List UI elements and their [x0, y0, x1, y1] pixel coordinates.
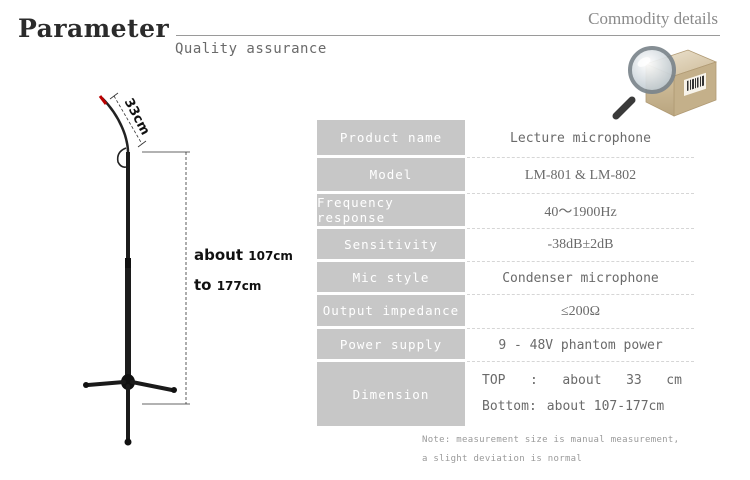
- spec-value-dimension: TOP : about 33 cm Bottom: about 107-177c…: [467, 362, 694, 426]
- spec-row-model: Model LM-801 & LM-802: [317, 158, 694, 194]
- spec-row-frequency: Frequency response 40～1900Hz: [317, 194, 694, 229]
- spec-value: Lecture microphone: [467, 120, 694, 158]
- spec-label: Power supply: [317, 329, 465, 362]
- mic-stand-illustration: [83, 92, 190, 446]
- page-subtitle: Quality assurance: [175, 41, 327, 57]
- spec-value: 40～1900Hz: [467, 194, 694, 229]
- spec-value: -38dB±2dB: [467, 229, 694, 262]
- spec-row-product-name: Product name Lecture microphone: [317, 120, 694, 158]
- spec-value: ≤200Ω: [467, 295, 694, 329]
- spec-label: Output impedance: [317, 295, 465, 329]
- spec-label: Frequency response: [317, 194, 465, 229]
- spec-value: Condenser microphone: [467, 262, 694, 295]
- dimension-top-line: TOP : about 33 cm: [482, 373, 682, 388]
- spec-row-power-supply: Power supply 9 - 48V phantom power: [317, 329, 694, 362]
- commodity-details-label: Commodity details: [588, 9, 718, 28]
- spec-value: LM-801 & LM-802: [467, 158, 694, 194]
- spec-table: Product name Lecture microphone Model LM…: [317, 120, 694, 426]
- note-line-2: a slight deviation is normal: [422, 454, 583, 464]
- spec-label: Model: [317, 158, 465, 194]
- spec-row-mic-style: Mic style Condenser microphone: [317, 262, 694, 295]
- header-divider: [176, 35, 720, 36]
- spec-row-sensitivity: Sensitivity -38dB±2dB: [317, 229, 694, 262]
- spec-label: Mic style: [317, 262, 465, 295]
- spec-label: Sensitivity: [317, 229, 465, 262]
- height-label-max: to 177cm: [194, 276, 262, 294]
- page-title: Parameter: [18, 14, 170, 43]
- spec-label: Product name: [317, 120, 465, 158]
- magnifier-box-icon: [610, 42, 722, 122]
- dimension-bottom-line: Bottom: about 107-177cm: [482, 399, 665, 414]
- spec-value: 9 - 48V phantom power: [467, 329, 694, 362]
- spec-row-output-impedance: Output impedance ≤200Ω: [317, 295, 694, 329]
- height-label-min: about 107cm: [194, 246, 293, 264]
- spec-row-dimension: Dimension TOP : about 33 cm Bottom: abou…: [317, 362, 694, 426]
- note-line-1: Note: measurement size is manual measure…: [422, 435, 680, 445]
- spec-label: Dimension: [317, 362, 465, 426]
